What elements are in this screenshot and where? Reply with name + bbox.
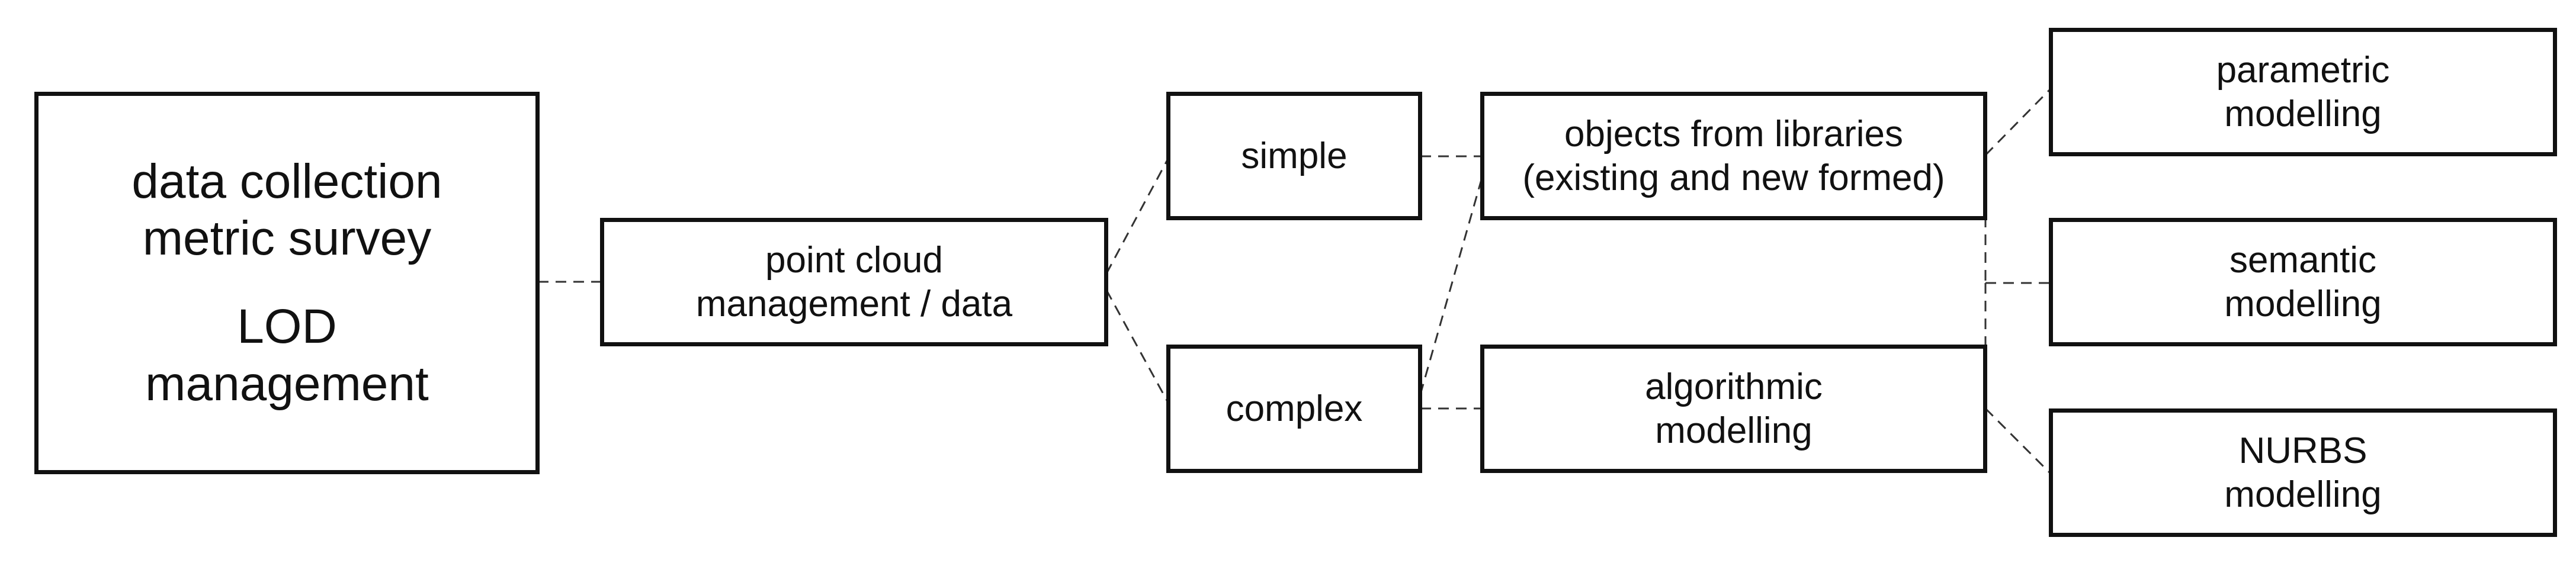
node-simple-line-1: simple — [1241, 135, 1348, 176]
connector-point-cloud-simple — [1105, 158, 1169, 274]
node-objects-from-libraries-line-2: (existing and new formed) — [1522, 157, 1945, 198]
node-point-cloud: point cloud management / data — [600, 218, 1108, 346]
node-complex: complex — [1166, 345, 1422, 473]
node-data-collection: data collection metric survey LOD manage… — [34, 92, 540, 474]
node-data-collection-line-3: LOD — [237, 300, 337, 353]
node-algorithmic-modelling-line-2: modelling — [1655, 410, 1812, 451]
node-semantic-modelling-line-2: modelling — [2224, 283, 2382, 324]
node-semantic-modelling: semantic modelling — [2049, 218, 2557, 346]
node-data-collection-line-2: metric survey — [142, 211, 432, 266]
node-data-collection-line-4: management — [145, 356, 429, 411]
node-algorithmic-modelling-line-1: algorithmic — [1645, 366, 1823, 408]
connector-objects-from-libraries-parametric-modelling — [1984, 88, 2052, 156]
connector-algorithmic-modelling-nurbs-modelling — [1984, 407, 2052, 475]
connector-complex-objects-from-libraries — [1419, 177, 1483, 395]
node-objects-from-libraries: objects from libraries (existing and new… — [1480, 92, 1987, 220]
node-point-cloud-line-1: point cloud — [765, 240, 943, 281]
node-nurbs-modelling-line-2: modelling — [2224, 474, 2382, 515]
node-data-collection-line-1: data collection — [131, 154, 442, 208]
connector-point-cloud-complex — [1105, 289, 1169, 403]
node-semantic-modelling-line-1: semantic — [2229, 240, 2377, 281]
node-nurbs-modelling: NURBS modelling — [2049, 408, 2557, 537]
node-nurbs-modelling-line-1: NURBS — [2238, 430, 2368, 472]
node-point-cloud-line-2: management / data — [695, 283, 1013, 324]
node-objects-from-libraries-line-1: objects from libraries — [1564, 114, 1903, 155]
node-algorithmic-modelling: algorithmic modelling — [1480, 345, 1987, 473]
node-parametric-modelling: parametric modelling — [2049, 28, 2557, 156]
node-parametric-modelling-line-2: modelling — [2224, 93, 2382, 134]
node-complex-line-1: complex — [1226, 388, 1363, 429]
node-simple: simple — [1166, 92, 1422, 220]
node-parametric-modelling-line-1: parametric — [2216, 50, 2390, 91]
